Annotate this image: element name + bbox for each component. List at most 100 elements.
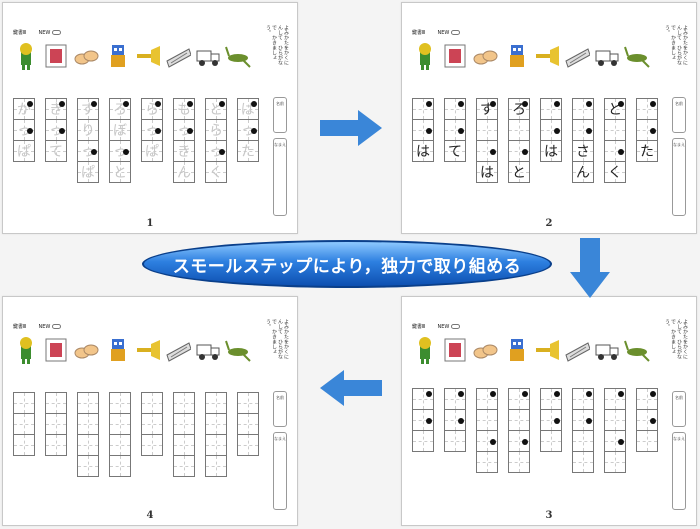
- writing-cell[interactable]: [604, 451, 626, 473]
- writing-cell[interactable]: は: [540, 140, 562, 162]
- writing-cell[interactable]: [45, 434, 67, 456]
- writing-cell[interactable]: [476, 119, 498, 141]
- writing-cell[interactable]: [636, 430, 658, 452]
- writing-cell[interactable]: [205, 392, 227, 414]
- writing-cell[interactable]: [508, 388, 530, 410]
- writing-cell[interactable]: [173, 434, 195, 456]
- writing-cell[interactable]: [77, 413, 99, 435]
- writing-cell[interactable]: ぼ: [109, 119, 131, 141]
- writing-cell[interactable]: く: [604, 161, 626, 183]
- writing-cell[interactable]: [205, 413, 227, 435]
- writing-cell[interactable]: き: [173, 140, 195, 162]
- writing-cell[interactable]: [508, 119, 530, 141]
- writing-cell[interactable]: [476, 140, 498, 162]
- name-box[interactable]: 名前: [273, 97, 287, 133]
- writing-cell[interactable]: [508, 430, 530, 452]
- writing-cell[interactable]: と: [508, 161, 530, 183]
- writing-cell[interactable]: た: [237, 140, 259, 162]
- writing-cell[interactable]: ら: [141, 98, 163, 120]
- writing-cell[interactable]: [205, 434, 227, 456]
- answer-box[interactable]: なまえ: [672, 432, 686, 510]
- writing-cell[interactable]: [173, 392, 195, 414]
- writing-cell[interactable]: は: [412, 140, 434, 162]
- answer-box[interactable]: なまえ: [273, 432, 287, 510]
- writing-cell[interactable]: っ: [173, 119, 195, 141]
- writing-cell[interactable]: [540, 119, 562, 141]
- writing-cell[interactable]: [540, 409, 562, 431]
- writing-cell[interactable]: と: [604, 98, 626, 120]
- writing-cell[interactable]: て: [45, 140, 67, 162]
- writing-cell[interactable]: と: [109, 161, 131, 183]
- writing-cell[interactable]: [444, 388, 466, 410]
- writing-cell[interactable]: た: [636, 140, 658, 162]
- writing-cell[interactable]: [476, 388, 498, 410]
- writing-cell[interactable]: っ: [109, 140, 131, 162]
- writing-cell[interactable]: [476, 430, 498, 452]
- writing-cell[interactable]: [444, 119, 466, 141]
- writing-cell[interactable]: さ: [572, 140, 594, 162]
- writing-cell[interactable]: [173, 413, 195, 435]
- writing-cell[interactable]: [476, 451, 498, 473]
- writing-cell[interactable]: [636, 119, 658, 141]
- writing-cell[interactable]: [109, 413, 131, 435]
- writing-cell[interactable]: [141, 434, 163, 456]
- writing-cell[interactable]: [13, 392, 35, 414]
- writing-cell[interactable]: ろ: [109, 98, 131, 120]
- writing-cell[interactable]: く: [205, 161, 227, 183]
- writing-cell[interactable]: [412, 98, 434, 120]
- writing-cell[interactable]: は: [476, 161, 498, 183]
- writing-cell[interactable]: [572, 430, 594, 452]
- writing-cell[interactable]: [604, 119, 626, 141]
- writing-cell[interactable]: す: [476, 98, 498, 120]
- writing-cell[interactable]: [412, 409, 434, 431]
- writing-cell[interactable]: も: [173, 98, 195, 120]
- writing-cell[interactable]: [604, 388, 626, 410]
- writing-cell[interactable]: っ: [237, 119, 259, 141]
- writing-cell[interactable]: す: [77, 98, 99, 120]
- answer-box[interactable]: なまえ: [672, 138, 686, 216]
- writing-cell[interactable]: [77, 455, 99, 477]
- writing-cell[interactable]: っ: [205, 140, 227, 162]
- writing-cell[interactable]: [540, 388, 562, 410]
- writing-cell[interactable]: ぱ: [77, 161, 99, 183]
- writing-cell[interactable]: [13, 413, 35, 435]
- writing-cell[interactable]: [237, 434, 259, 456]
- writing-cell[interactable]: [45, 392, 67, 414]
- writing-cell[interactable]: ぱ: [141, 140, 163, 162]
- writing-cell[interactable]: ん: [572, 161, 594, 183]
- writing-cell[interactable]: っ: [45, 119, 67, 141]
- name-box[interactable]: 名前: [672, 97, 686, 133]
- writing-cell[interactable]: [508, 140, 530, 162]
- writing-cell[interactable]: か: [13, 98, 35, 120]
- writing-cell[interactable]: り: [77, 119, 99, 141]
- writing-cell[interactable]: [572, 409, 594, 431]
- writing-cell[interactable]: [77, 434, 99, 456]
- writing-cell[interactable]: ば: [237, 98, 259, 120]
- writing-cell[interactable]: ん: [173, 161, 195, 183]
- writing-cell[interactable]: と: [205, 98, 227, 120]
- writing-cell[interactable]: [572, 451, 594, 473]
- writing-cell[interactable]: て: [444, 140, 466, 162]
- writing-cell[interactable]: [636, 409, 658, 431]
- writing-cell[interactable]: [636, 388, 658, 410]
- answer-box[interactable]: なまえ: [273, 138, 287, 216]
- writing-cell[interactable]: ぱ: [13, 140, 35, 162]
- writing-cell[interactable]: [444, 409, 466, 431]
- writing-cell[interactable]: [141, 413, 163, 435]
- writing-cell[interactable]: ら: [205, 119, 227, 141]
- writing-cell[interactable]: [540, 430, 562, 452]
- writing-cell[interactable]: [508, 451, 530, 473]
- writing-cell[interactable]: [604, 430, 626, 452]
- writing-cell[interactable]: [412, 388, 434, 410]
- writing-cell[interactable]: [141, 392, 163, 414]
- writing-cell[interactable]: [109, 392, 131, 414]
- writing-cell[interactable]: き: [45, 98, 67, 120]
- writing-cell[interactable]: っ: [141, 119, 163, 141]
- writing-cell[interactable]: [205, 455, 227, 477]
- writing-cell[interactable]: [173, 455, 195, 477]
- writing-cell[interactable]: [476, 409, 498, 431]
- writing-cell[interactable]: [572, 119, 594, 141]
- writing-cell[interactable]: [508, 409, 530, 431]
- writing-cell[interactable]: っ: [13, 119, 35, 141]
- writing-cell[interactable]: [636, 98, 658, 120]
